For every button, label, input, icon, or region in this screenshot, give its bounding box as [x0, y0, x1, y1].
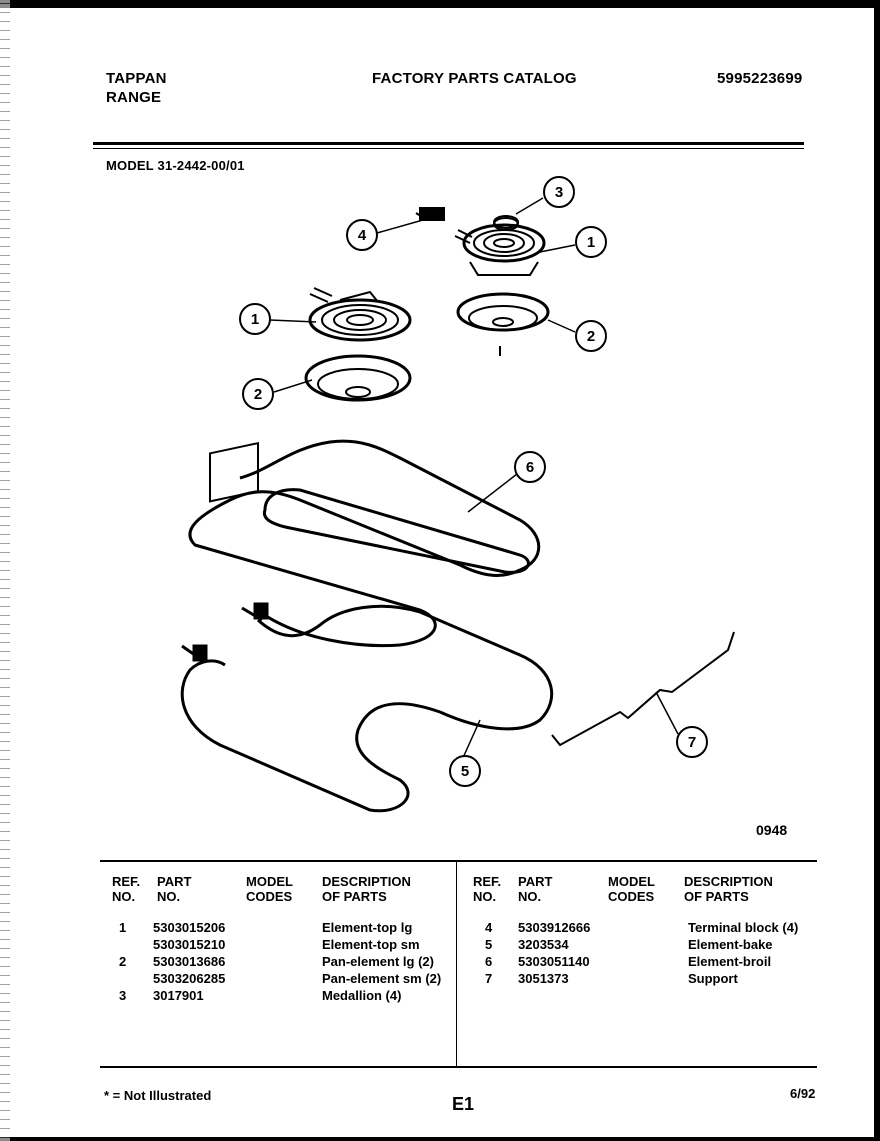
table-bottom-rule	[100, 1066, 817, 1068]
description: Support	[688, 971, 738, 986]
drip-pan-small	[456, 292, 550, 356]
drip-pan-large	[304, 354, 412, 402]
catalog-date: 6/92	[790, 1086, 816, 1101]
illustration-number: 0948	[756, 822, 788, 838]
description: Element-top sm	[322, 937, 420, 952]
broil-element	[188, 439, 541, 648]
exploded-parts-diagram: 1 1 2 2 3 4 5 6	[180, 176, 735, 813]
svg-text:2: 2	[587, 328, 595, 345]
support-bracket	[551, 631, 735, 747]
ref-no: 1	[119, 920, 127, 935]
header-part-no-left: PART NO.	[157, 874, 192, 904]
description: Element-broil	[688, 954, 772, 969]
header-description-right: DESCRIPTION OF PARTS	[684, 874, 773, 904]
scan-edge-strip	[0, 0, 10, 1141]
part-no: 5303015210	[153, 937, 226, 952]
surface-element-large	[308, 287, 412, 342]
ref-no: 3	[119, 988, 127, 1003]
part-no: 3051373	[518, 971, 569, 986]
ref-no: 4	[485, 920, 493, 935]
callout-5: 5	[449, 755, 481, 787]
part-no: 5303013686	[153, 954, 226, 969]
description: Element-bake	[688, 937, 773, 952]
header-rule-thin	[93, 148, 804, 149]
description: Pan-element lg (2)	[322, 954, 434, 969]
callout-2-right: 2	[575, 320, 607, 352]
svg-text:1: 1	[251, 311, 259, 328]
bake-element	[180, 602, 554, 813]
svg-text:1: 1	[587, 234, 595, 251]
frame-bottom-border	[0, 1137, 880, 1141]
description: Terminal block (4)	[688, 920, 799, 935]
part-no: 5303912666	[518, 920, 591, 935]
page-code: E1	[452, 1094, 475, 1114]
header-ref-no-left: REF. NO.	[112, 874, 141, 904]
svg-text:2: 2	[254, 386, 262, 403]
callout-6: 6	[514, 451, 546, 483]
callout-1-left: 1	[239, 303, 271, 335]
description: Element-top lg	[322, 920, 413, 935]
ref-no: 6	[485, 954, 493, 969]
callout-4: 4	[346, 219, 378, 251]
header-part-no-right: PART NO.	[518, 874, 553, 904]
svg-text:6: 6	[526, 459, 534, 476]
table-divider	[456, 862, 457, 1066]
part-no: 5303206285	[153, 971, 226, 986]
header-model-codes-left: MODEL CODES	[246, 874, 293, 904]
part-no: 5303051140	[518, 954, 590, 969]
frame-right-border	[874, 0, 880, 1141]
ref-no: 5	[485, 937, 493, 952]
callout-3: 3	[543, 176, 575, 208]
part-no: 3017901	[153, 988, 204, 1003]
callout-2-left: 2	[242, 378, 274, 410]
model-number: MODEL 31-2442-00/01	[106, 158, 245, 173]
leader-lines	[269, 197, 679, 761]
ref-no: 7	[485, 971, 493, 986]
catalog-number: 5995223699	[717, 70, 803, 87]
description: Pan-element sm (2)	[322, 971, 442, 986]
header-description-left: DESCRIPTION OF PARTS	[322, 874, 411, 904]
part-no: 3203534	[518, 937, 569, 952]
part-no: 5303015206	[153, 920, 226, 935]
header-model-codes-right: MODEL CODES	[608, 874, 655, 904]
callout-7: 7	[676, 726, 708, 758]
description: Medallion (4)	[322, 988, 402, 1003]
brand-name: TAPPAN	[106, 70, 167, 87]
not-illustrated-note: * = Not Illustrated	[104, 1088, 212, 1103]
terminal-block	[415, 207, 445, 221]
catalog-title: FACTORY PARTS CATALOG	[372, 70, 577, 87]
header-rule	[93, 142, 804, 145]
frame-top-border	[0, 0, 880, 8]
callout-1-right: 1	[575, 226, 607, 258]
svg-text:7: 7	[688, 734, 696, 751]
surface-element-small	[454, 223, 546, 276]
svg-text:5: 5	[461, 763, 469, 780]
table-top-rule	[100, 860, 817, 862]
product-name: RANGE	[106, 89, 162, 106]
svg-text:3: 3	[555, 184, 563, 201]
ref-no: 2	[119, 954, 127, 969]
header-ref-no-right: REF. NO.	[473, 874, 502, 904]
svg-text:4: 4	[358, 227, 367, 244]
medallion	[493, 215, 519, 231]
